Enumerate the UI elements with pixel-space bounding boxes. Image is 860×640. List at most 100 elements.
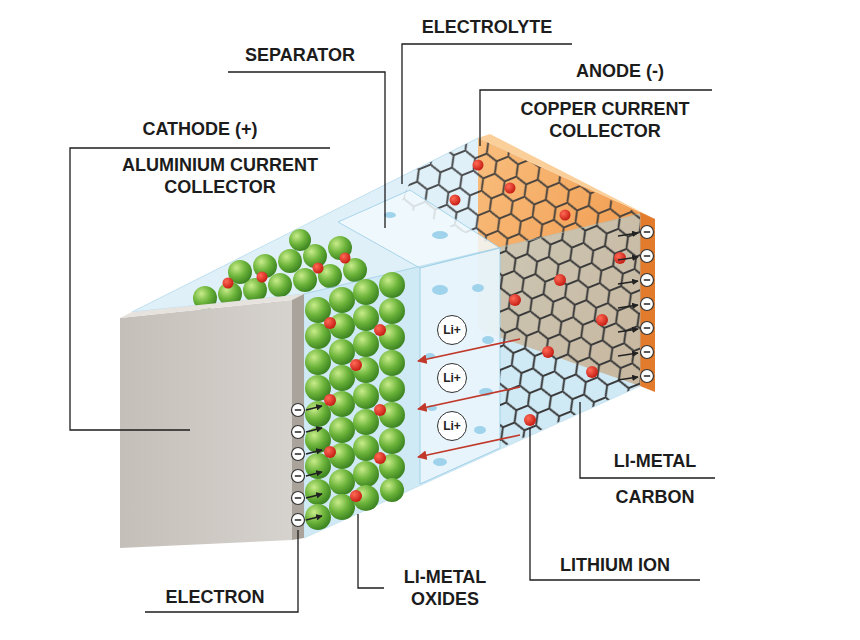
ion-circle: Li+: [437, 411, 467, 441]
ion-arrows: [418, 339, 520, 457]
electron-arrows-anode-part: [618, 353, 638, 356]
oxide-spheres-part: [353, 383, 379, 409]
oxide-spheres-part: [379, 298, 405, 324]
leader-lines: [70, 44, 715, 612]
separator-part: [432, 231, 448, 239]
part-label: ELECTROLYTE: [422, 16, 552, 38]
part-label: SEPARATOR: [245, 44, 355, 66]
leader-lines-part: [480, 90, 712, 146]
electrons-anode-part: [641, 250, 654, 263]
lithium-dots-carbon-top: [450, 160, 571, 221]
oxide-spheres-part: [353, 279, 379, 305]
part-label: COPPER CURRENT COLLECTOR: [500, 98, 710, 142]
lithium-dots-carbon-top-part: [560, 210, 571, 221]
separator-part: [433, 458, 447, 466]
lithium-dots-carbon-part: [509, 294, 521, 306]
lithium-dots-oxide-part: [324, 317, 336, 329]
part-label: CATHODE (+): [142, 118, 257, 140]
oxide-spheres-part: [305, 479, 331, 505]
lithium-dots-carbon: [509, 252, 626, 426]
electron-arrows-cathode-part: [306, 494, 322, 498]
copper-collector-part: [640, 212, 655, 392]
part-label: CARBON: [616, 486, 695, 508]
lithium-dots-top-part: [313, 263, 324, 274]
electrons-anode: [641, 226, 654, 383]
oxide-spheres-part: [329, 365, 355, 391]
part-label: ELECTRON: [166, 586, 265, 608]
electron-arrows-anode-part: [618, 257, 638, 260]
electron-arrows-anode-part: [618, 377, 638, 380]
electron-arrows-cathode-part: [306, 516, 322, 520]
electrons-cathode-part: [292, 470, 305, 483]
ion-circle: Li+: [437, 315, 467, 345]
lithium-dots-oxide-part: [374, 452, 386, 464]
lithium-dots-carbon-part: [524, 414, 536, 426]
oxide-spheres-part: [379, 428, 405, 454]
lithium-dots-oxide-part: [374, 324, 386, 336]
lithium-dots-top-part: [340, 253, 351, 264]
oxide-spheres-top-part: [289, 229, 311, 251]
electrons-anode-part: [641, 370, 654, 383]
electron-arrows-cathode-part: [306, 428, 322, 432]
electrons-cathode: [292, 404, 305, 527]
ion-symbol: Li+: [443, 371, 461, 385]
electron-arrows-anode-part: [618, 233, 638, 236]
oxide-spheres-part: [329, 469, 355, 495]
electrons-anode-part: [641, 346, 654, 359]
ion-arrows-part: [418, 435, 520, 457]
oxide-spheres-part: [329, 287, 355, 313]
electron-arrows-anode-part: [618, 305, 638, 308]
separator-part: [472, 284, 484, 292]
lithium-dots-oxide-part: [374, 404, 386, 416]
lithium-dots-oxide: [324, 317, 386, 502]
oxide-spheres-part: [379, 376, 405, 402]
lithium-dots-oxide-part: [324, 394, 336, 406]
lithium-dots-carbon-part: [614, 252, 626, 264]
lithium-dots-carbon-part: [554, 274, 566, 286]
oxide-spheres-part: [305, 349, 331, 375]
electrons-anode-part: [641, 298, 654, 311]
leader-lines-part: [145, 530, 298, 612]
oxide-spheres-part: [329, 339, 355, 365]
aluminium-collector-part: [120, 300, 292, 548]
electrons-cathode-part: [292, 404, 305, 417]
lithium-dots-carbon-part: [586, 366, 598, 378]
separator-part: [384, 212, 396, 218]
lithium-dots-carbon-top-part: [473, 160, 484, 171]
lithium-dots-carbon-part: [542, 346, 554, 358]
lithium-dots-oxide-part: [350, 359, 362, 371]
oxide-spheres-part: [329, 417, 355, 443]
part-label: ANODE (-): [576, 60, 664, 82]
part-label: LITHIUM ION: [560, 554, 670, 576]
electrons-cathode-part: [292, 492, 305, 505]
aluminium-collector-part: [292, 294, 304, 540]
oxide-spheres-part: [380, 478, 404, 502]
oxide-spheres-part: [379, 272, 405, 298]
oxide-spheres-part: [379, 350, 405, 376]
part-label: LI-METAL: [614, 450, 697, 472]
lithium-dots-carbon-part: [596, 314, 608, 326]
oxide-spheres-part: [353, 461, 379, 487]
aluminium-collector: [120, 294, 304, 548]
separator-part: [474, 426, 486, 434]
electrons-anode-part: [641, 322, 654, 335]
leader-lines-part: [358, 514, 384, 588]
lithium-dots-carbon-top-part: [450, 195, 461, 206]
electron-arrows-anode-part: [618, 329, 638, 332]
lithium-dots-oxide-part: [350, 490, 362, 502]
electrons-anode-part: [641, 226, 654, 239]
ion-arrows-part: [418, 339, 520, 361]
oxide-spheres-top-part: [293, 268, 317, 292]
front-face: [304, 214, 640, 538]
part-label: ALUMINIUM CURRENT COLLECTOR: [100, 154, 340, 198]
lithium-dots-top-part: [257, 272, 268, 283]
separator-part: [432, 285, 448, 295]
lithium-dots-top-part: [223, 278, 234, 289]
oxide-spheres-part: [353, 331, 379, 357]
aluminium-collector-part: [120, 294, 304, 318]
electron-arrows-anode-part: [618, 281, 638, 284]
leader-lines-part: [228, 72, 385, 228]
